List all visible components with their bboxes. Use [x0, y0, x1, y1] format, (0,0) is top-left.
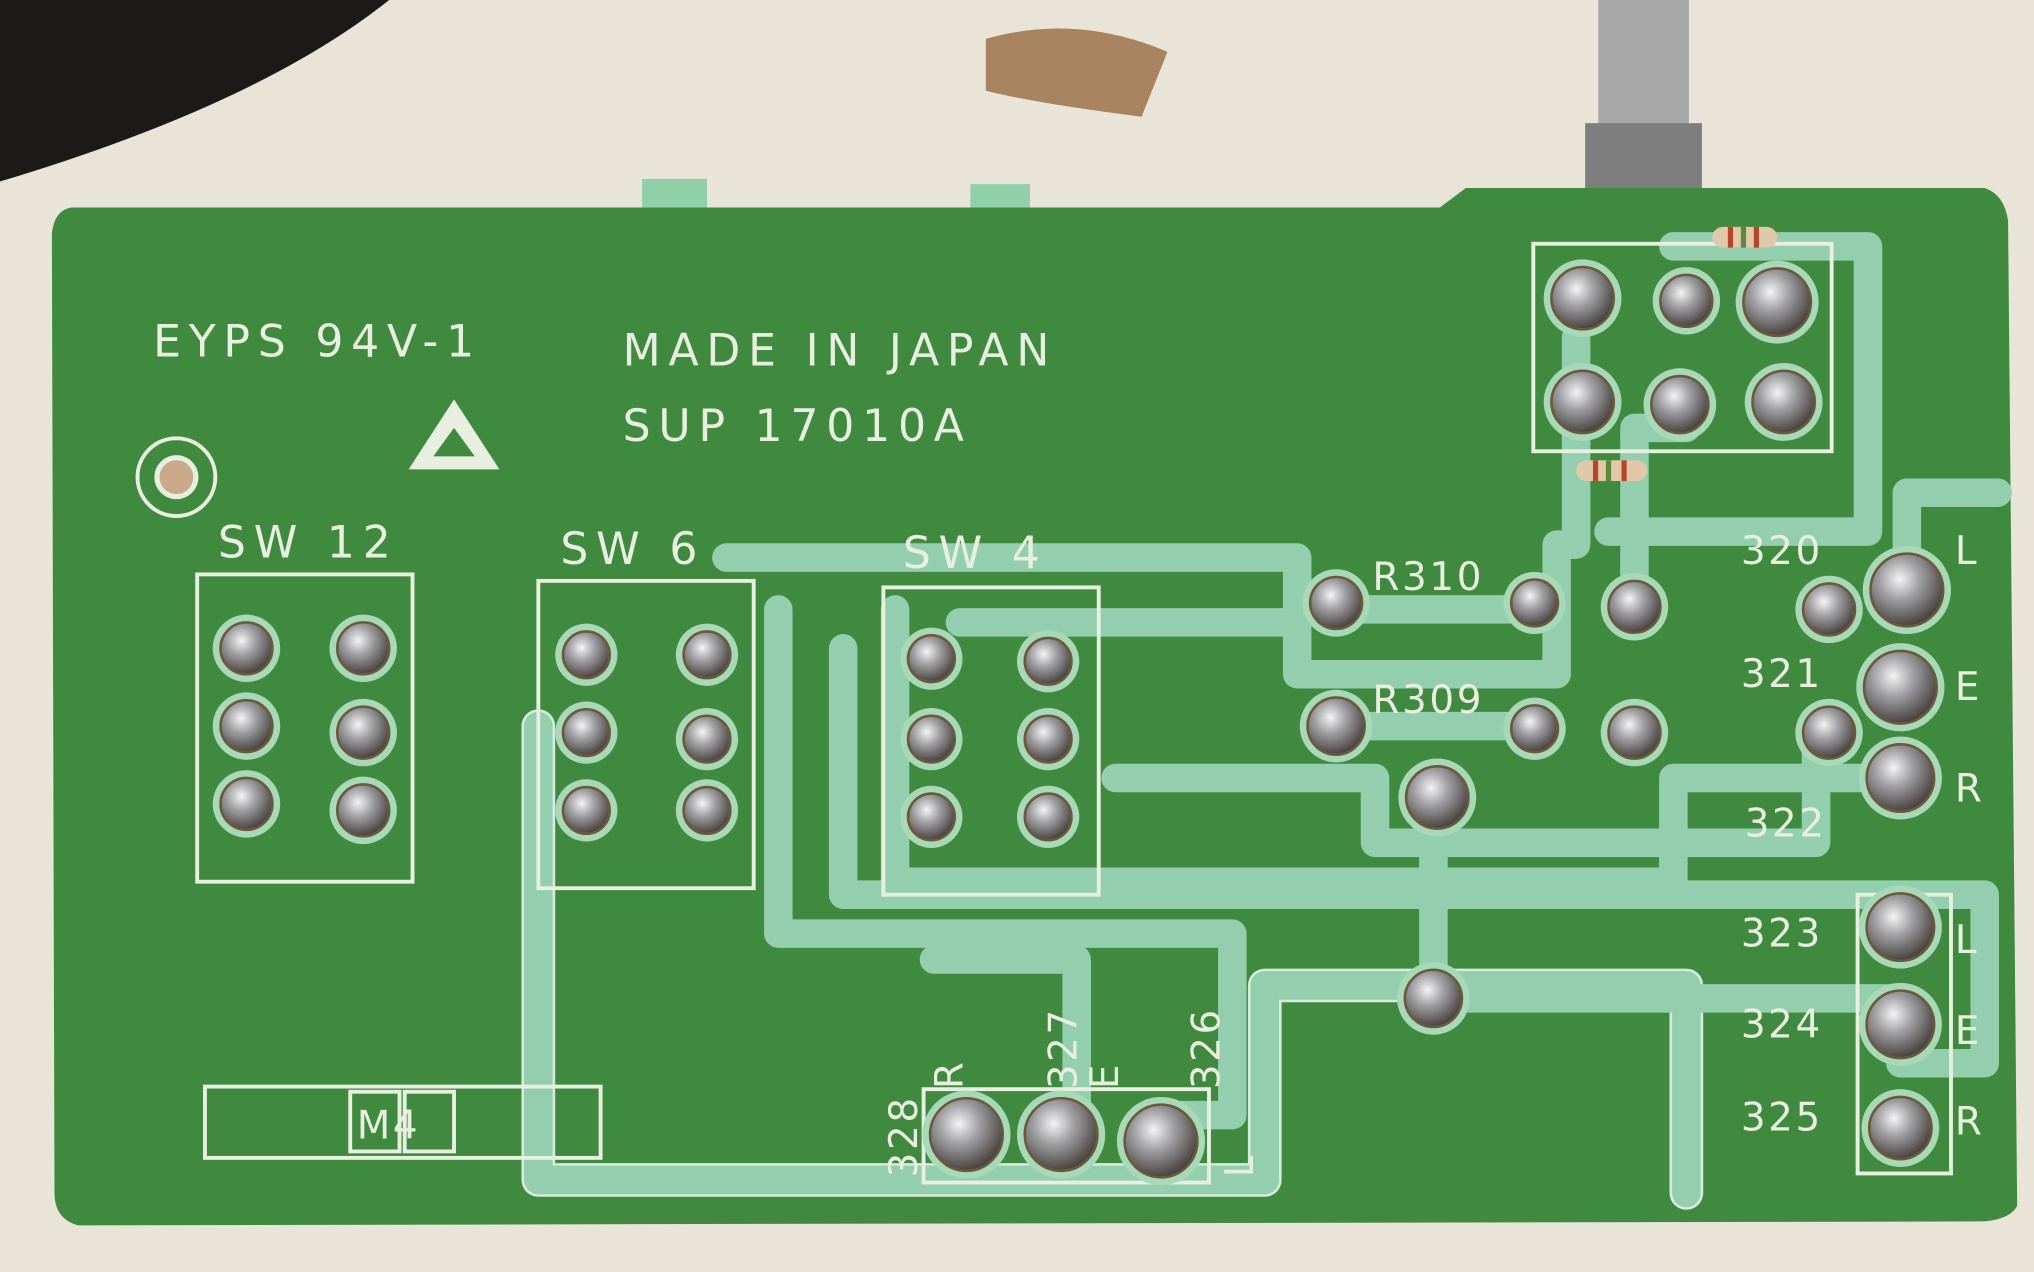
solder-joint [1403, 968, 1464, 1029]
channel-r-322: R [1955, 766, 1985, 811]
terminal-320: 320 [1741, 529, 1823, 574]
solder-joint [561, 707, 611, 758]
solder-joint [906, 792, 957, 842]
solder-joint [219, 621, 274, 676]
solder-joint [906, 634, 957, 684]
module-code-block: M4 [203, 1084, 603, 1160]
module-code: M4 [357, 1103, 421, 1148]
channel-e-324: E [1955, 1009, 1982, 1054]
channel-e-327: E [1083, 1062, 1128, 1089]
solder-joint [1023, 1096, 1099, 1173]
board-marking-flammability: EYPS 94V-1 [153, 317, 482, 368]
channel-l-323: L [1955, 918, 1979, 963]
solder-joint [1865, 892, 1936, 963]
solder-joint [1404, 765, 1470, 830]
board-marking-origin: MADE IN JAPAN [623, 326, 1057, 377]
manufacturer-logo [408, 399, 500, 470]
resistor-bottom [1576, 460, 1648, 482]
resistor-label-r310: R310 [1372, 555, 1484, 600]
connector-shaft [1598, 0, 1689, 130]
solder-joint [1650, 374, 1710, 435]
solder-joint [682, 714, 732, 764]
terminal-327: 327 [1042, 1007, 1087, 1089]
solder-joint [335, 705, 391, 760]
channel-l-320: L [1955, 529, 1979, 574]
solder-joint [561, 630, 611, 680]
solder-joint [1023, 714, 1073, 764]
switch-label-sw12: SW 12 [218, 518, 399, 569]
solder-joint [1308, 575, 1364, 631]
solder-joint [1751, 369, 1817, 435]
solder-joint [1801, 582, 1857, 637]
channel-r-325: R [1955, 1100, 1985, 1145]
sw6-outline [536, 578, 756, 891]
solder-joint [1801, 705, 1857, 760]
terminal-322: 322 [1745, 801, 1827, 846]
solder-joint [1023, 636, 1073, 686]
connector-nut [1585, 123, 1702, 189]
solder-joint [1869, 552, 1945, 628]
solder-joint [928, 1096, 1005, 1173]
ic-outline [1531, 241, 1834, 454]
switch-label-sw4: SW 4 [903, 528, 1048, 579]
terminal-323: 323 [1741, 912, 1823, 957]
solder-joint [335, 621, 391, 676]
solder-joint [1742, 267, 1813, 338]
board-part-number: SUP 17010A [623, 401, 972, 452]
terminal-326: 326 [1184, 1007, 1229, 1089]
solder-joint [1865, 742, 1936, 813]
mounting-hole [135, 436, 218, 519]
solder-joint [1867, 1095, 1933, 1161]
solder-joint [1607, 579, 1662, 635]
solder-joint [1865, 989, 1936, 1060]
solder-joint [561, 785, 611, 836]
solder-joint [1306, 696, 1366, 756]
solder-joint [1550, 265, 1616, 331]
terminal-321: 321 [1741, 652, 1823, 697]
terminal-325: 325 [1741, 1096, 1823, 1141]
switch-label-sw6: SW 6 [560, 524, 705, 575]
solder-joints [212, 259, 1951, 1186]
channel-e-321: E [1955, 665, 1982, 710]
terminal-324: 324 [1741, 1002, 1823, 1047]
solder-joint [1509, 704, 1560, 754]
solder-joint [219, 698, 274, 754]
solder-joint [1123, 1103, 1199, 1179]
solder-joint [1607, 705, 1662, 760]
channel-r-328: R [928, 1060, 973, 1090]
solder-joint [219, 776, 274, 832]
solder-joint [1862, 649, 1939, 725]
resistor-label-r309: R309 [1372, 678, 1484, 723]
terminal-328: 328 [882, 1095, 927, 1177]
solder-joint [1550, 369, 1616, 435]
solder-joint [335, 783, 391, 838]
resistor-top [1712, 226, 1778, 248]
solder-joint [1509, 578, 1560, 628]
solder-joint [682, 630, 732, 680]
solder-joint [1023, 792, 1073, 842]
solder-joint [682, 785, 732, 836]
solder-joint [906, 714, 957, 764]
dark-corner [0, 0, 390, 182]
channel-l-326: L [1218, 1153, 1263, 1177]
solder-joint [1659, 273, 1714, 329]
sw4-outline [881, 585, 1101, 897]
towel-stain [985, 28, 1168, 117]
sw12-outline [195, 572, 415, 884]
